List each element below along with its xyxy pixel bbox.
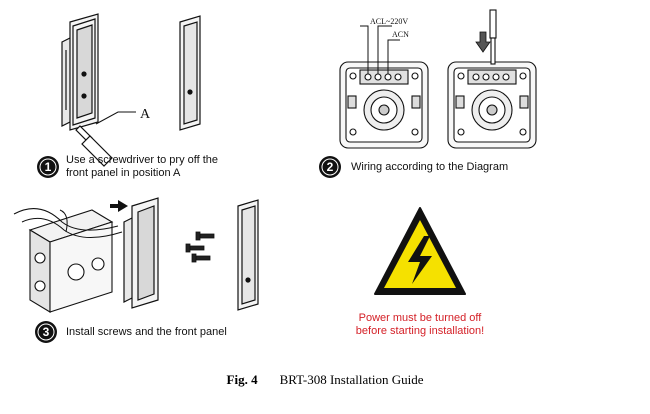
figure-caption: Fig. 4 BRT-308 Installation Guide [0,372,650,388]
step2-instruction-line1: Wiring according to the Diagram [351,161,509,173]
step3-number: 3 [43,325,50,339]
figure-label: Fig. 4 [226,372,258,387]
step1-instruction: Use a screwdriver to pry off the front p… [66,154,218,180]
step1-instruction-line2: front panel in position A [66,167,181,179]
step1-instruction-line1: Use a screwdriver to pry off the [66,154,219,166]
figure-title: BRT-308 Installation Guide [279,372,424,387]
step2-wire-label-neutral: ACN [392,30,409,39]
warning-line2: before starting installation! [355,325,485,337]
step1-callout-label: A [140,107,151,122]
step2-number-badge: 2 [319,156,341,178]
step3-front-panel [237,199,259,311]
step1-callout-A-line [95,111,136,125]
step2-wiring-diagram-left [339,61,429,149]
step1-screwdriver [75,125,113,167]
step1-number: 1 [45,160,52,174]
step3-instruction-line1: Install screws and the front panel [66,326,227,338]
step2-down-arrow-icon [475,31,491,53]
step2-wires [360,25,400,74]
step2-number: 2 [327,160,334,174]
step3-thermostat-body [123,197,159,309]
step3-left-arrow-icon [110,200,128,212]
step2-screwdriver-icon [489,9,497,65]
step3-cables [13,208,123,238]
step1-number-badge: 1 [37,156,59,178]
step2-wire-label-live: ACL~220V [370,17,408,26]
warning-message: Power must be turned off before starting… [330,312,510,338]
step3-number-badge: 3 [35,321,57,343]
step3-screw-icon [185,231,215,263]
high-voltage-warning-icon [374,207,466,295]
step2-wiring-diagram-right [447,61,537,149]
step3-wall-box [28,209,114,313]
step1-thermostat-side-view [61,13,99,131]
step1-front-panel [179,15,201,131]
step2-instruction: Wiring according to the Diagram [351,161,508,174]
warning-line1: Power must be turned off [358,312,482,324]
step3-instruction: Install screws and the front panel [66,326,227,339]
